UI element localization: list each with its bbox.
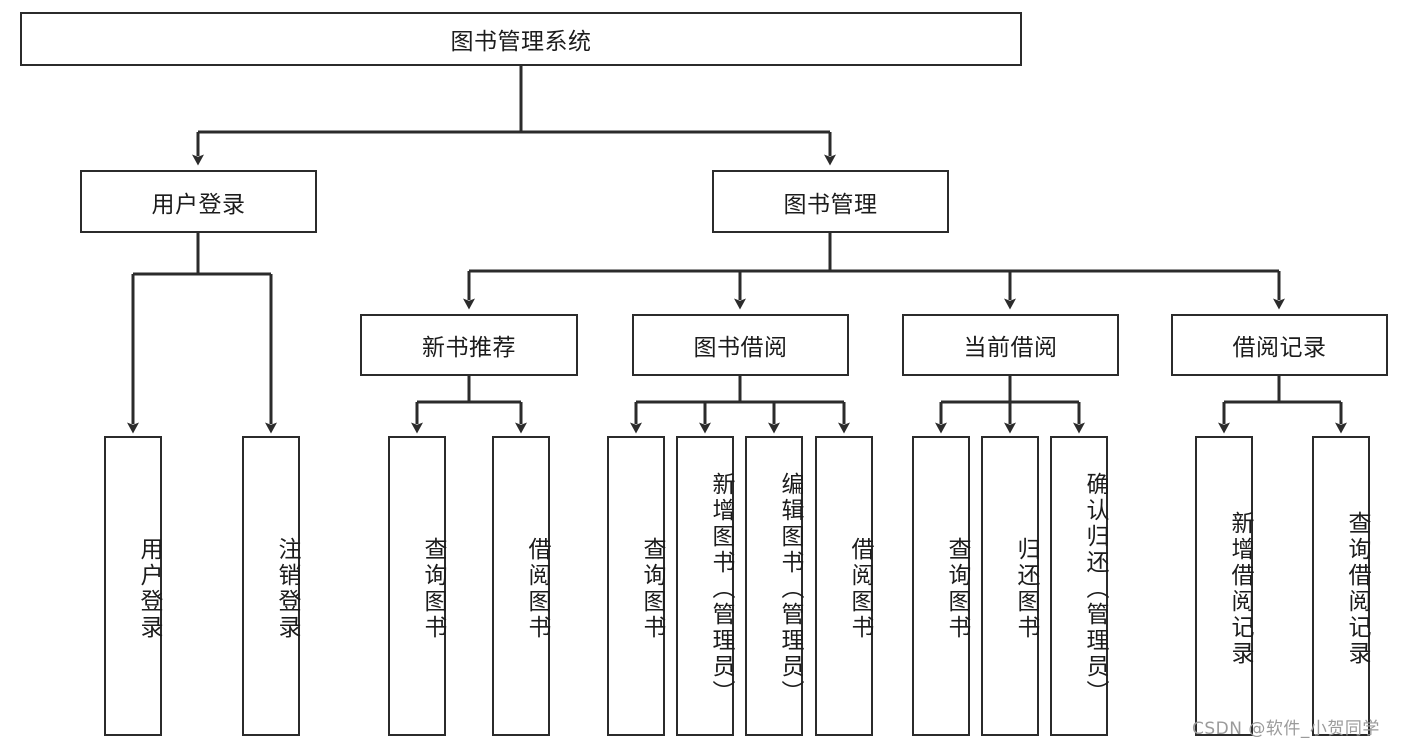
node-leaf-query-book-3-label: 查询图书 [944,537,970,641]
node-book-borrow[interactable]: 图书借阅 [632,314,849,376]
node-leaf-logout-label: 注销登录 [274,537,300,641]
node-leaf-confirm-return[interactable]: 确认归还（管理员） [1050,436,1108,736]
node-leaf-query-book-2[interactable]: 查询图书 [607,436,665,736]
node-leaf-user-login-label: 用户登录 [136,537,162,641]
node-book-management[interactable]: 图书管理 [712,170,949,233]
node-leaf-query-book-1[interactable]: 查询图书 [388,436,446,736]
node-borrow-record[interactable]: 借阅记录 [1171,314,1388,376]
node-leaf-return-book-label: 归还图书 [1013,537,1039,641]
node-leaf-add-record[interactable]: 新增借阅记录 [1195,436,1253,736]
node-leaf-query-book-2-label: 查询图书 [639,537,665,641]
watermark: CSDN @软件_小贺同学 [1192,719,1380,739]
node-leaf-query-book-3[interactable]: 查询图书 [912,436,970,736]
node-leaf-user-login[interactable]: 用户登录 [104,436,162,736]
node-leaf-borrow-book-2[interactable]: 借阅图书 [815,436,873,736]
node-leaf-borrow-book-1[interactable]: 借阅图书 [492,436,550,736]
node-user-login[interactable]: 用户登录 [80,170,317,233]
node-new-book-recommend[interactable]: 新书推荐 [360,314,578,376]
node-leaf-add-book-label: 新增图书（管理员） [708,472,734,706]
node-leaf-confirm-return-label: 确认归还（管理员） [1082,472,1108,706]
node-leaf-query-record-label: 查询借阅记录 [1344,511,1370,667]
node-leaf-edit-book-label: 编辑图书（管理员） [777,472,803,706]
node-leaf-edit-book[interactable]: 编辑图书（管理员） [745,436,803,736]
node-leaf-add-book[interactable]: 新增图书（管理员） [676,436,734,736]
node-root[interactable]: 图书管理系统 [20,12,1022,66]
node-leaf-query-record[interactable]: 查询借阅记录 [1312,436,1370,736]
node-leaf-query-book-1-label: 查询图书 [420,537,446,641]
node-current-borrow[interactable]: 当前借阅 [902,314,1119,376]
node-leaf-return-book[interactable]: 归还图书 [981,436,1039,736]
node-leaf-logout[interactable]: 注销登录 [242,436,300,736]
node-leaf-borrow-book-1-label: 借阅图书 [524,537,550,641]
node-leaf-borrow-book-2-label: 借阅图书 [847,537,873,641]
node-leaf-add-record-label: 新增借阅记录 [1227,511,1253,667]
